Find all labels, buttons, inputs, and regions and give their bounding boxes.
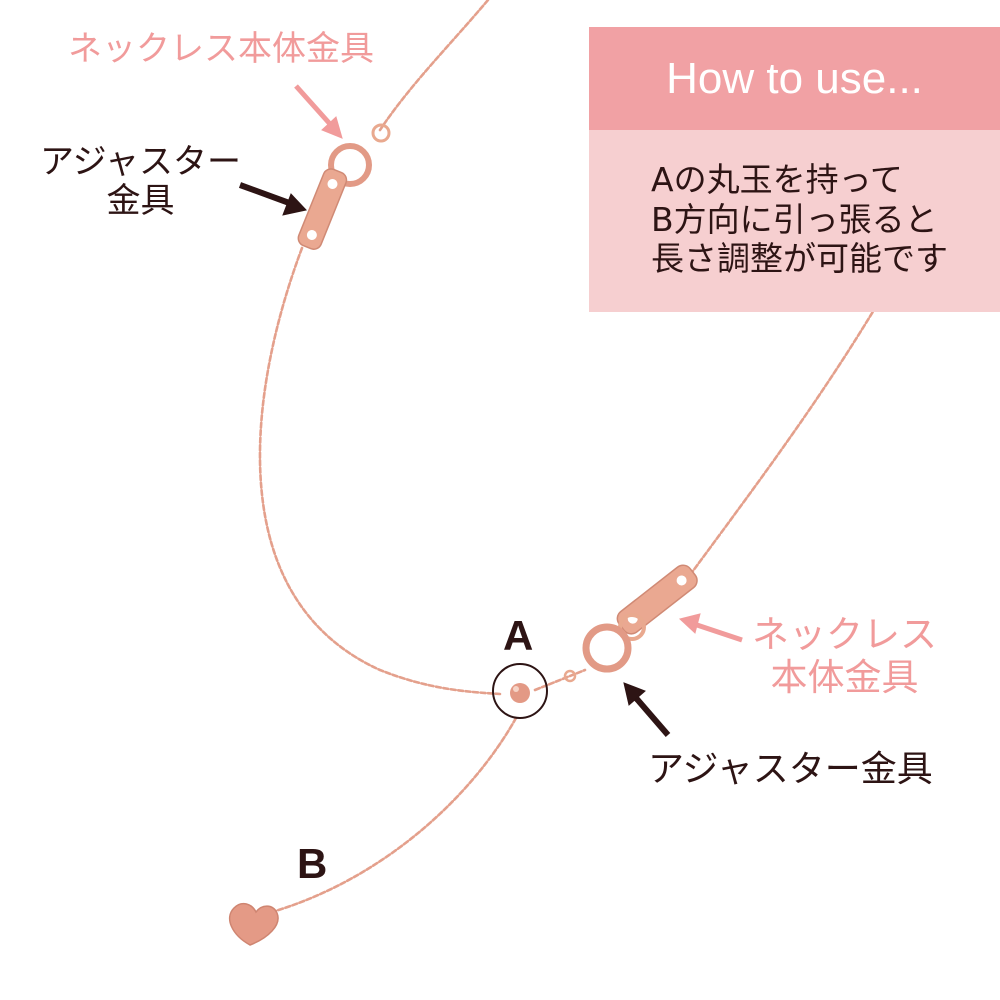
chain-right-segment <box>688 298 882 577</box>
ball-a-highlight-circle <box>492 663 548 719</box>
right-spring-ring <box>582 623 632 673</box>
howto-line-3: 長さ調整が可能です <box>651 239 948 279</box>
label-adjuster-clasp-top-line1: アジャスター <box>40 142 241 182</box>
top-adjuster-plate <box>297 168 348 250</box>
howto-line-1: Aの丸玉を持って <box>651 160 903 199</box>
arrow-adjuster-top <box>238 182 307 216</box>
chain-drop-segment <box>270 716 518 914</box>
arrow-adjuster-bottom <box>623 682 671 737</box>
ball-a <box>510 683 530 703</box>
howto-instructions: Aの丸玉を持って B方向に引っ張ると 長さ調整が可能です <box>589 130 1000 312</box>
chain-top-segment <box>378 0 490 132</box>
heart-charm <box>229 902 279 946</box>
label-necklace-clasp-top: ネックレス本体金具 <box>68 29 374 69</box>
label-necklace-clasp-right-line2: 本体金具 <box>770 655 919 699</box>
label-adjuster-clasp-top-line2: 金具 <box>106 181 175 222</box>
label-point-a: A <box>503 612 534 659</box>
label-adjuster-clasp-top: アジャスター 金具 <box>40 142 241 222</box>
arrow-necklace-top <box>294 84 343 139</box>
right-jump-ring <box>618 613 646 641</box>
chain-link-segment <box>533 668 587 692</box>
label-necklace-clasp-right: ネックレス 本体金具 <box>752 613 937 699</box>
top-jump-ring <box>371 123 391 143</box>
top-spring-ring <box>328 143 372 187</box>
howto-line-2: B方向に引っ張ると <box>651 199 938 239</box>
label-adjuster-clasp-bottom: アジャスター金具 <box>648 749 933 790</box>
label-point-b: B <box>297 840 328 887</box>
chain-left-segment <box>258 246 502 696</box>
arrow-necklace-right <box>678 613 743 643</box>
howto-title: How to use... <box>589 27 1000 130</box>
label-necklace-clasp-right-line1: ネックレス <box>752 613 937 656</box>
howto-panel: How to use... Aの丸玉を持って B方向に引っ張ると 長さ調整が可能… <box>589 27 1000 312</box>
